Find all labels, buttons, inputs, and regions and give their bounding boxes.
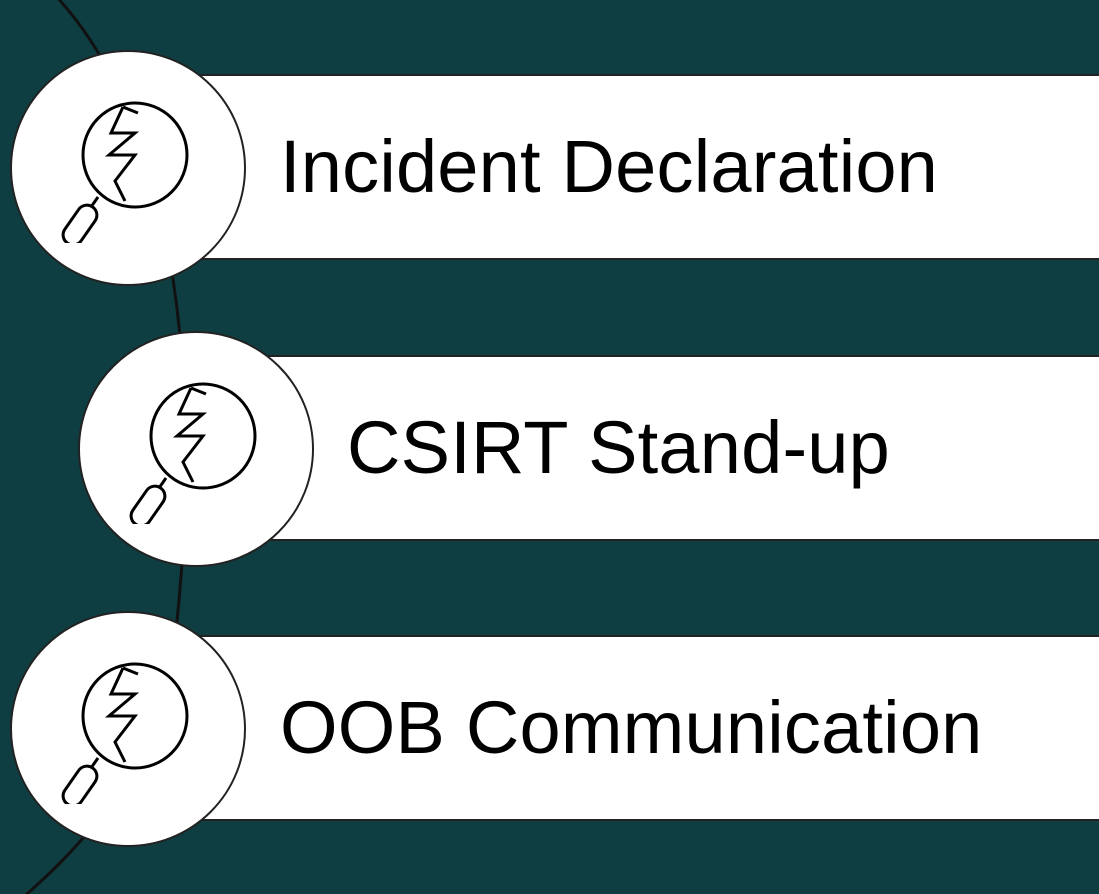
step-circle	[78, 331, 314, 567]
step-circle	[10, 50, 246, 286]
step-csirt-stand-up: CSIRT Stand-up	[0, 281, 1099, 567]
step-bar: CSIRT Stand-up	[180, 355, 1099, 541]
step-label: CSIRT Stand-up	[347, 406, 891, 489]
step-oob-communication: OOB Communication	[0, 561, 1099, 847]
step-label: OOB Communication	[280, 686, 983, 769]
step-circle	[10, 611, 246, 847]
magnifier-icon	[121, 374, 271, 524]
step-incident-declaration: Incident Declaration	[0, 0, 1099, 286]
step-bar: Incident Declaration	[110, 74, 1099, 260]
step-label: Incident Declaration	[280, 125, 939, 208]
step-bar: OOB Communication	[110, 635, 1099, 821]
magnifier-icon	[53, 654, 203, 804]
magnifier-icon	[53, 93, 203, 243]
